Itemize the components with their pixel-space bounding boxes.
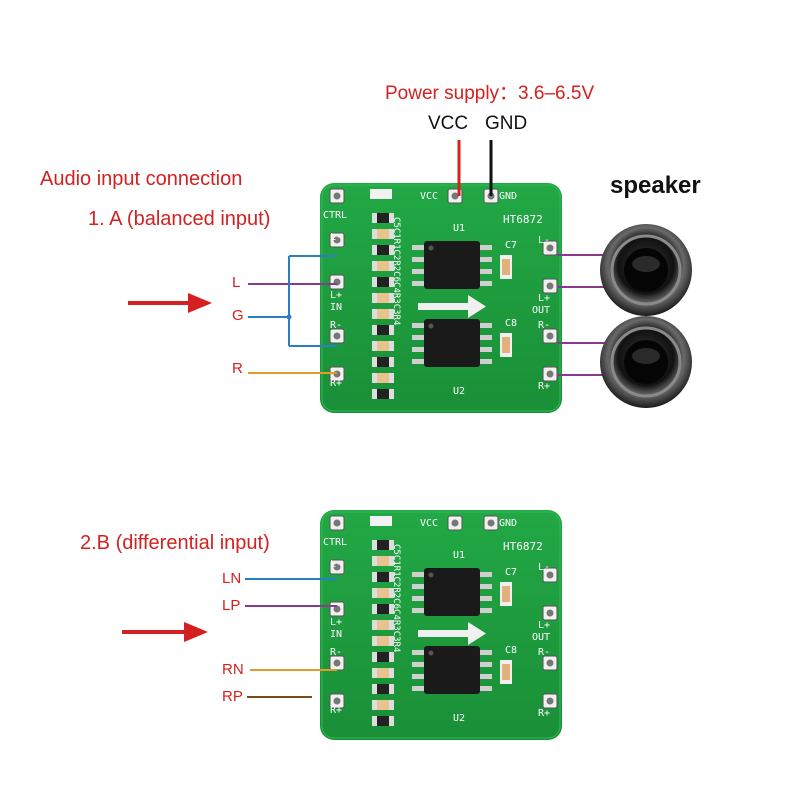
board-a-c7: C7 (505, 240, 518, 251)
board-a-c8: C8 (505, 318, 518, 329)
input-lp-label: LP (222, 597, 241, 614)
board-a-component-labels: C5C1R1C2R2C6C4R3C3R4 (391, 217, 401, 326)
gnd-label: GND (485, 113, 528, 134)
board-a-pin-in: IN (330, 302, 343, 313)
ground-junction-dot (286, 314, 292, 320)
board-b-out-r-plus: R+ (538, 708, 551, 719)
board-a-ctrl: CTRL (323, 210, 348, 221)
board-a-u2: U2 (453, 386, 466, 397)
board-a-out-l-minus: L- (538, 235, 551, 246)
input-arrow-b (122, 622, 208, 642)
board-b-ctrl: CTRL (323, 537, 348, 548)
input-rp-label: RP (222, 688, 243, 705)
speaker-label: speaker (610, 172, 701, 199)
board-b-u2: U2 (453, 713, 466, 724)
board-b-component-labels: C5C1R1C2R2C6C4R3C3R4 (391, 544, 401, 653)
differential-input-heading: 2.B (differential input) (80, 532, 270, 554)
board-b-pin-in: IN (330, 629, 343, 640)
board-a-gnd: GND (499, 191, 518, 202)
speaker-left (598, 222, 694, 318)
board-b-pin-l-plus: L+ (330, 617, 343, 628)
input-rn-label: RN (222, 661, 244, 678)
board-b-pin-r-minus: R- (330, 647, 343, 658)
input-r-label: R (232, 360, 243, 377)
board-a-model: HT6872 (503, 213, 543, 226)
board-a-vcc: VCC (420, 191, 439, 202)
balanced-input-heading: 1. A (balanced input) (88, 208, 271, 230)
board-a-pin-r-plus: R+ (330, 378, 343, 389)
power-supply-label: Power supply：3.6–6.5V (385, 83, 595, 104)
input-l-label: L (232, 274, 241, 291)
board-a-out: OUT (532, 305, 551, 316)
board-b-gnd: GND (499, 518, 518, 529)
board-a-out-r-minus: R- (538, 320, 551, 331)
board-b-out: OUT (532, 632, 551, 643)
speaker-right (598, 314, 694, 410)
vcc-label: VCC (428, 113, 469, 134)
board-b-pin-l-minus: L- (330, 559, 343, 570)
board-b-out-l-plus: L+ (538, 620, 551, 631)
board-b-c8: C8 (505, 645, 518, 656)
board-a-u1: U1 (453, 223, 466, 234)
board-a-pin-r-minus: R- (330, 320, 343, 331)
section-a-input-wires (248, 255, 337, 374)
board-b-out-r-minus: R- (538, 647, 551, 658)
board-b-vcc: VCC (420, 518, 439, 529)
board-a-out-r-plus: R+ (538, 381, 551, 392)
input-ln-label: LN (222, 570, 242, 587)
input-arrow-a (128, 293, 212, 313)
board-b-u1: U1 (453, 550, 466, 561)
board-a-pin-l-plus: L+ (330, 290, 343, 301)
board-b-out-l-minus: L- (538, 562, 551, 573)
input-g-label: G (232, 307, 244, 324)
board-a-pin-l-minus: L- (330, 232, 343, 243)
audio-input-heading: Audio input connection (40, 168, 243, 190)
board-b-model: HT6872 (503, 540, 543, 553)
board-b-c7: C7 (505, 567, 518, 578)
section-b-input-wires (245, 578, 337, 698)
board-a-out-l-plus: L+ (538, 293, 551, 304)
board-b-pin-r-plus: R+ (330, 705, 343, 716)
